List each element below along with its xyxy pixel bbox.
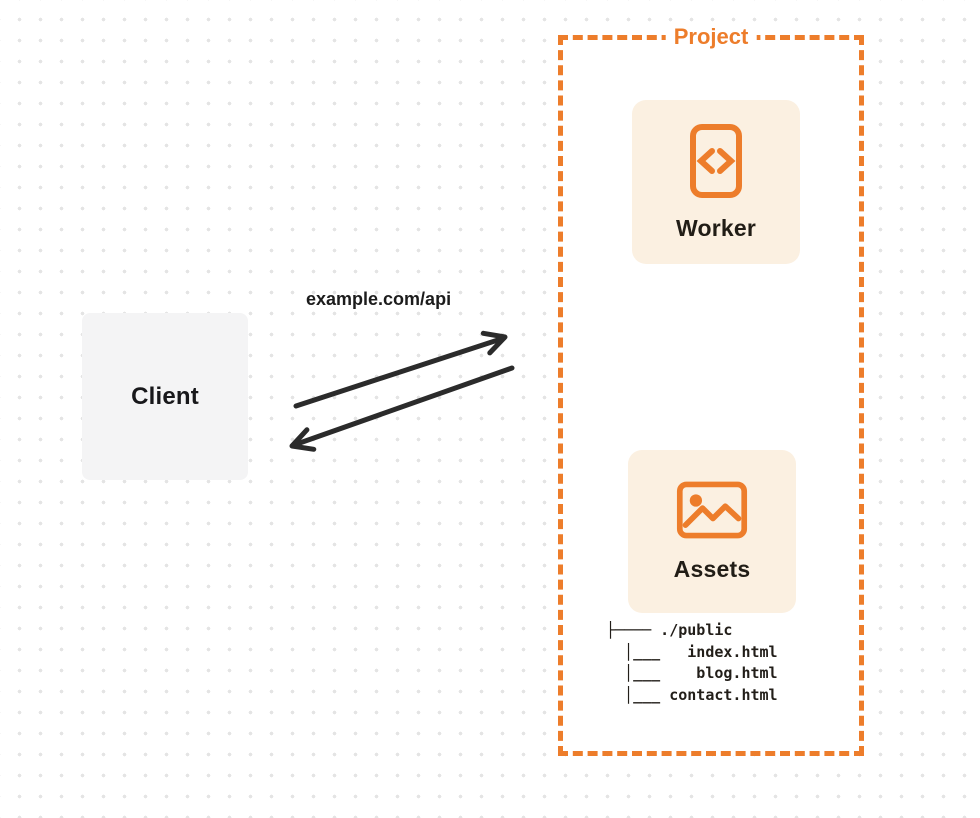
project-boundary: Project Worker Assets ├──── ./public │__… (558, 22, 864, 756)
worker-node: Worker (632, 100, 800, 264)
request-url-label: example.com/api (306, 289, 452, 309)
request-arrow (293, 330, 508, 409)
assets-node: Assets (628, 450, 796, 613)
code-file-icon (690, 123, 742, 198)
worker-label: Worker (675, 214, 757, 241)
client-label: Client (131, 382, 199, 410)
assets-label: Assets (673, 556, 751, 582)
file-tree: ├──── ./public │___ index.html │___ blog… (606, 621, 778, 704)
project-label: Project (665, 22, 757, 52)
client-node: Client (82, 313, 248, 480)
response-arrow (289, 365, 515, 452)
image-icon (676, 481, 748, 539)
